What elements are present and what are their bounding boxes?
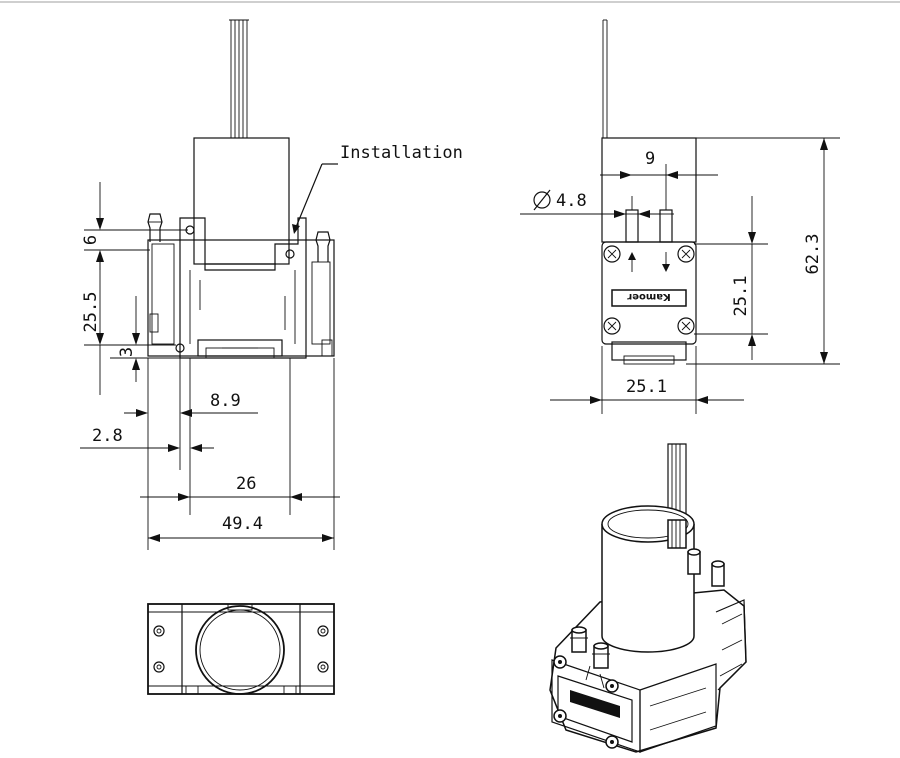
dim-overall-width-label: 49.4 bbox=[222, 514, 263, 534]
dim-overall-height-label: 62.3 bbox=[803, 234, 823, 275]
brand-plate bbox=[611, 289, 687, 307]
iso-port-front-left bbox=[570, 626, 588, 653]
iso-port-front-right bbox=[592, 642, 610, 669]
dim-offset-a-label: 8.9 bbox=[210, 391, 241, 411]
installation-label: Installation bbox=[340, 143, 463, 163]
dim-port-spacing: 9 bbox=[600, 149, 718, 210]
mounting-bracket bbox=[179, 217, 307, 359]
dim-front-height: 25.5 bbox=[81, 252, 176, 395]
side-view: Kamoer 9 4.8 25 bbox=[520, 19, 840, 414]
dim-side-width: 25.1 bbox=[550, 346, 744, 414]
front-view: Installation 6 25.5 3 bbox=[80, 19, 463, 550]
dim-small: 3 bbox=[110, 296, 180, 382]
dim-port-diameter-label: 4.8 bbox=[556, 191, 587, 211]
dim-front-height-label: 25.5 bbox=[81, 292, 101, 333]
dim-hole-spacing-vertical-label: 25.1 bbox=[731, 276, 751, 317]
isometric-view bbox=[549, 443, 747, 753]
dim-small-label: 3 bbox=[117, 347, 137, 357]
side-pump-body bbox=[601, 241, 697, 345]
iso-port-back-right bbox=[711, 560, 725, 587]
port-right bbox=[315, 231, 331, 262]
port-left bbox=[147, 213, 163, 242]
wire-bundle bbox=[229, 19, 249, 138]
bottom-clip bbox=[197, 339, 283, 357]
dim-hole-spacing-label: 26 bbox=[236, 474, 256, 494]
top-motor-circle bbox=[195, 605, 285, 695]
dim-top-offset: 6 bbox=[81, 182, 188, 270]
dim-offset-b: 2.8 bbox=[80, 426, 214, 452]
brand-logo-text: Kamoer bbox=[627, 291, 671, 302]
dim-offset-b-label: 2.8 bbox=[92, 426, 123, 446]
dim-side-width-label: 25.1 bbox=[626, 377, 667, 397]
dim-hole-spacing-vertical: 25.1 bbox=[694, 196, 768, 360]
top-view bbox=[147, 603, 335, 695]
dim-port-spacing-label: 9 bbox=[645, 149, 655, 169]
iso-port-back-left bbox=[687, 548, 701, 575]
dim-overall-width: 49.4 bbox=[148, 514, 334, 542]
dim-offset-a: 8.9 bbox=[124, 391, 258, 417]
mount-hole-right bbox=[285, 249, 295, 259]
mount-hole-bottom bbox=[175, 343, 185, 353]
dim-overall-height: 62.3 bbox=[686, 137, 840, 365]
dim-hole-spacing: 26 bbox=[140, 474, 340, 501]
dim-port-diameter: 4.8 bbox=[520, 189, 660, 218]
dim-top-offset-label: 6 bbox=[81, 235, 101, 245]
installation-callout: Installation bbox=[292, 143, 463, 234]
